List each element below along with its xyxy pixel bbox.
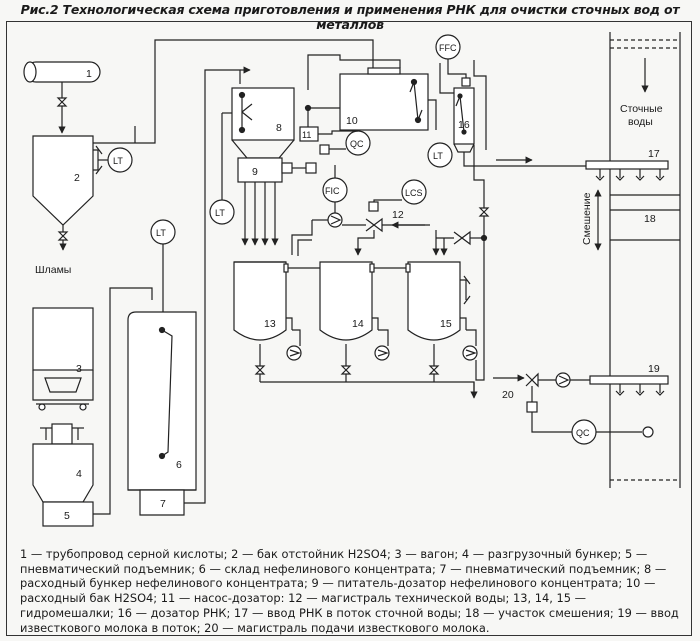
label-n12: 12 xyxy=(392,209,404,221)
svg-text:FFC: FFC xyxy=(439,43,457,53)
label-n8: 8 xyxy=(276,122,282,134)
lcs-instrument: LCS xyxy=(401,179,427,205)
acid-pipeline-1: 1 xyxy=(23,61,101,83)
figure-title: Рис.2 Технологическая схема приготовлени… xyxy=(20,2,680,32)
label-n18: 18 xyxy=(644,213,656,225)
mixer-14: 14 xyxy=(319,261,379,341)
fic-instrument: FIC xyxy=(322,177,348,203)
qc-instrument-10: QC xyxy=(345,130,371,156)
svg-text:QC: QC xyxy=(350,139,364,149)
wagon-3: 3 xyxy=(32,307,94,411)
svg-text:LT: LT xyxy=(215,208,225,218)
label-n16: 16 xyxy=(458,119,470,131)
lt-instrument-8: LT xyxy=(209,199,235,225)
unloading-bunker-4: 4 xyxy=(32,423,94,503)
valve-icon xyxy=(56,97,68,107)
label-n2: 2 xyxy=(74,172,80,184)
label-n5: 5 xyxy=(64,510,70,522)
svg-text:LT: LT xyxy=(113,156,123,166)
label-n4: 4 xyxy=(76,468,82,480)
lime-input-19: 19 xyxy=(589,363,669,396)
label-n6: 6 xyxy=(176,459,182,471)
label-n19: 19 xyxy=(648,363,660,375)
label-n13: 13 xyxy=(264,318,276,330)
mixer-13: 13 xyxy=(233,261,293,341)
label-n17: 17 xyxy=(648,148,660,160)
dosing-pump-11: 11 xyxy=(299,126,319,142)
nepheline-storage-6: 6 xyxy=(127,311,197,491)
valve-icon xyxy=(365,217,383,233)
valve-icon xyxy=(453,230,471,246)
rnk-dosing-16: 16 xyxy=(453,77,475,153)
rnk-input-17: 17 xyxy=(585,148,669,181)
wastewater-label-2: воды xyxy=(628,116,653,128)
wastewater-label-1: Сточные xyxy=(620,103,663,115)
mixing-label: Смешение xyxy=(581,192,593,245)
label-n7: 7 xyxy=(160,498,166,510)
pneumatic-lift-5: 5 xyxy=(42,501,94,527)
ffc-instrument: FFC xyxy=(435,34,461,60)
lt-instrument-6: LT xyxy=(150,219,176,245)
valve-icon xyxy=(57,231,69,241)
pump-icon xyxy=(286,345,302,361)
valve-icon xyxy=(340,365,352,375)
svg-text:LCS: LCS xyxy=(405,188,423,198)
mixer-15: 15 xyxy=(407,261,471,341)
lt-instrument-2: LT xyxy=(107,147,133,173)
label-n3: 3 xyxy=(76,363,82,375)
label-n15: 15 xyxy=(440,318,452,330)
dosing-feeder-9: 9 xyxy=(237,157,293,183)
settling-tank-2: 2 xyxy=(32,135,103,226)
nepheline-bunker-8: 8 xyxy=(231,87,295,159)
label-n1: 1 xyxy=(86,68,92,80)
sludge-label: Шламы xyxy=(35,264,71,276)
label-n14: 14 xyxy=(352,318,364,330)
process-diagram: 1 2 LT Шламы 3 4 5 xyxy=(23,32,681,527)
svg-text:LT: LT xyxy=(433,151,443,161)
label-n20: 20 xyxy=(502,389,514,401)
valve-icon xyxy=(428,365,440,375)
pump-icon xyxy=(462,345,478,361)
svg-text:QC: QC xyxy=(576,428,590,438)
lt-instrument-10: LT xyxy=(427,142,453,168)
label-n9: 9 xyxy=(252,166,258,178)
svg-text:FIC: FIC xyxy=(325,186,340,196)
valve-icon xyxy=(254,365,266,375)
wastewater-channel xyxy=(609,32,681,488)
pneumatic-lift-7: 7 xyxy=(139,489,185,516)
pump-icon xyxy=(374,345,390,361)
acid-tank-10: 10 xyxy=(339,67,429,131)
qc-instrument-19: QC xyxy=(571,419,597,445)
label-n10: 10 xyxy=(346,115,358,127)
diagram-frame xyxy=(6,21,692,636)
valve-icon xyxy=(525,372,539,388)
label-n11: 11 xyxy=(302,130,311,140)
legend-text: 1 — трубопровод серной кислоты; 2 — бак … xyxy=(20,547,679,635)
valve-icon xyxy=(478,207,490,217)
svg-text:LT: LT xyxy=(156,228,166,238)
